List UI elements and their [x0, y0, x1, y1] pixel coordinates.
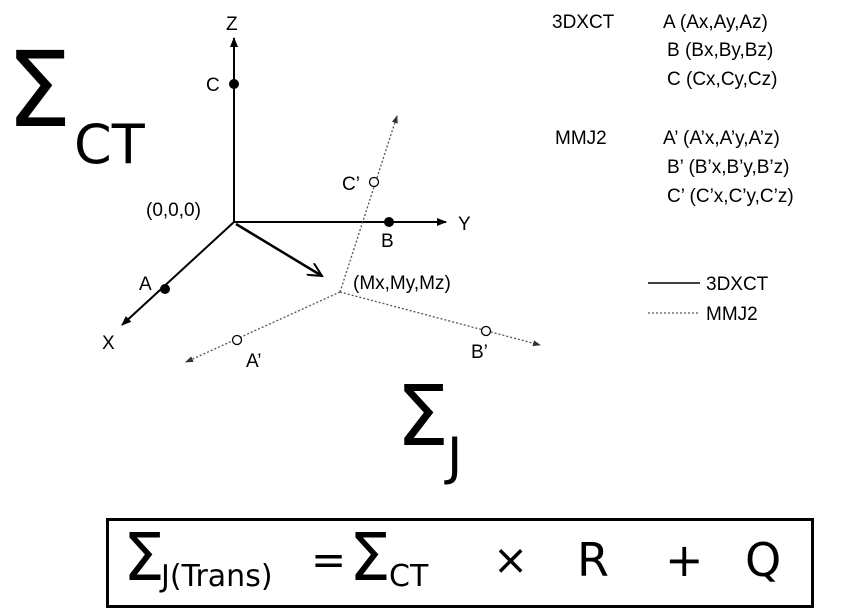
- mmj2-axis-up: [339, 115, 398, 293]
- sigma-j-subscript: J: [444, 427, 462, 487]
- formula-lhs-sigma: Σ: [123, 519, 165, 596]
- legend-dotted-label: MMJ2: [706, 304, 758, 325]
- point-b-prime-label: B’: [471, 342, 488, 363]
- formula-q: Q: [745, 533, 782, 587]
- x-axis-label: X: [102, 333, 115, 354]
- point-a-prime-label: A’: [246, 351, 261, 372]
- legend-solid-label: 3DXCT: [706, 274, 769, 295]
- origin-label: (0,0,0): [146, 200, 201, 221]
- point-a: [160, 284, 170, 294]
- coord-3dxct-row-2: B (Bx,By,Bz): [667, 40, 773, 61]
- y-axis-label: Y: [458, 214, 471, 235]
- coord-mmj2-row-1: A’ (A’x,A’y,A’z): [663, 128, 780, 149]
- formula-box: Σ J(Trans) = Σ CT × R + Q: [106, 518, 814, 608]
- coord-3dxct-row-1: A (Ax,Ay,Az): [663, 12, 768, 33]
- mmj2-axis-right: [339, 291, 541, 347]
- header-3dxct: 3DXCT: [552, 12, 615, 33]
- formula-lhs-subscript: J(Trans): [161, 559, 273, 594]
- formula-plus: +: [665, 533, 704, 587]
- coord-mmj2-row-2: B’ (B’x,B’y,B’z): [667, 157, 789, 178]
- formula-times: ×: [493, 535, 529, 584]
- point-c-prime-label: C’: [342, 174, 360, 195]
- second-origin-label: (Mx,My,Mz): [353, 273, 451, 294]
- header-mmj2: MMJ2: [555, 128, 607, 149]
- translation-arrow: [235, 222, 322, 276]
- point-b-prime: [480, 325, 492, 337]
- x-axis: [121, 221, 235, 326]
- formula-r: R: [577, 533, 609, 587]
- point-c: [229, 79, 239, 89]
- mmj2-axis-left: [185, 291, 341, 363]
- point-a-prime: [231, 334, 243, 346]
- point-b: [384, 217, 394, 227]
- point-c-prime: [368, 176, 380, 188]
- sigma-j-symbol: Σ: [396, 367, 449, 465]
- formula-ct-sigma: Σ: [349, 519, 391, 596]
- coord-mmj2-row-3: C’ (C’x,C’y,C’z): [667, 186, 794, 207]
- sigma-ct-symbol: Σ: [6, 29, 72, 151]
- formula-ct-subscript: CT: [389, 559, 429, 594]
- point-b-label: B: [381, 231, 394, 252]
- point-a-label: A: [139, 274, 152, 295]
- coord-3dxct-row-3: C (Cx,Cy,Cz): [667, 69, 777, 90]
- formula-equals: =: [311, 535, 347, 584]
- sigma-ct-subscript: CT: [74, 113, 146, 176]
- point-c-label: C: [206, 75, 220, 96]
- z-axis-label: Z: [226, 14, 238, 35]
